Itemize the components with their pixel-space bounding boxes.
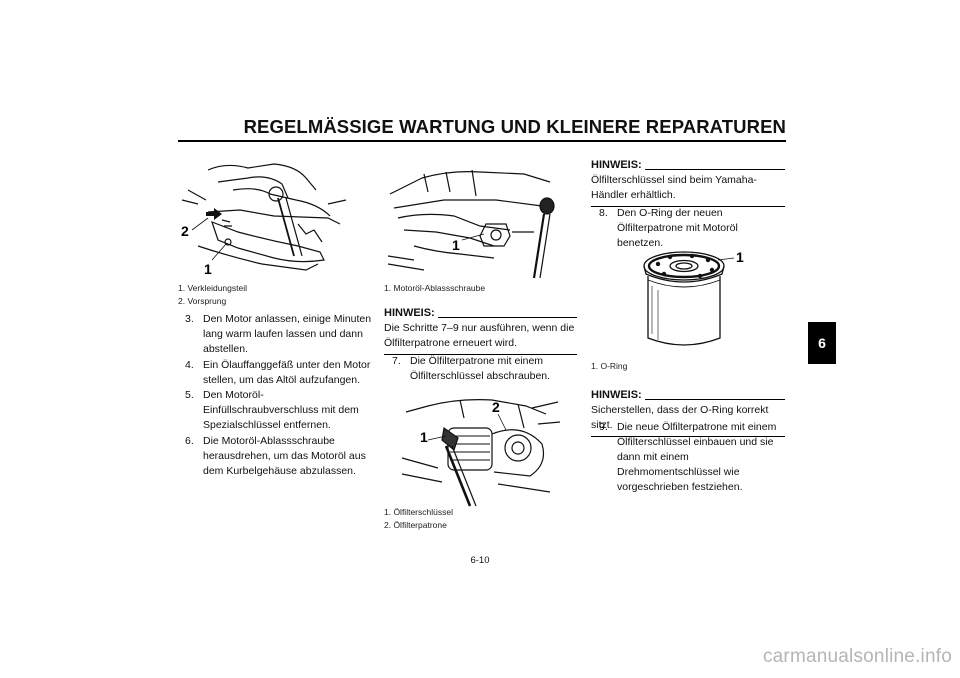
note-right-bottom: HINWEIS: Sicherstellen, dass der O-Ring … xyxy=(591,388,785,437)
step-4: 4. Ein Ölauffanggefäß unter den Motor st… xyxy=(185,358,375,388)
note-right-bottom-end-rule xyxy=(591,436,785,437)
step-7-text: Die Ölfilterpatrone mit einem Ölfiltersc… xyxy=(410,355,551,382)
note-middle-text: Die Schritte 7–9 nur ausführen, wenn die… xyxy=(384,322,575,349)
figure-cowling: 2 1 xyxy=(181,163,347,277)
fig3-callout-1: 1 xyxy=(420,429,428,445)
step-7-number: 7. xyxy=(392,355,401,367)
fig1-callout-1: 1 xyxy=(204,261,212,277)
page-number: 6-10 xyxy=(470,555,490,566)
fig3-caption-2: 2. Ölfilterpatrone xyxy=(384,519,447,530)
step-3: 3. Den Motor anlassen, einige Minuten la… xyxy=(185,312,375,357)
step-8: 8. Den O-Ring der neuen Ölfilterpatrone … xyxy=(599,206,785,251)
step-5-text: Den Motoröl-Einfüllschraubverschluss mit… xyxy=(203,389,359,431)
note-middle-label: HINWEIS: xyxy=(384,307,435,319)
fig2-caption-1: 1. Motoröl-Ablassschraube xyxy=(384,283,486,293)
fig2-captions: 1. Motoröl-Ablassschraube xyxy=(384,282,485,295)
fig3-callout-2: 2 xyxy=(492,399,500,415)
fig3-caption-1: 1. Ölfilterschlüssel xyxy=(384,507,453,517)
fig1-callout-2: 2 xyxy=(181,223,189,239)
step-4-text: Ein Ölauffanggefäß unter den Motor stell… xyxy=(203,359,371,386)
note-right-top-text: Ölfilterschlüssel sind beim Yamaha-Händl… xyxy=(591,174,757,201)
figure-oil-filter-wrench: 1 2 xyxy=(401,399,561,507)
title-rule xyxy=(178,140,786,142)
figure-oil-filter-o-ring: 1 xyxy=(643,249,744,346)
note-middle: HINWEIS: Die Schritte 7–9 nur ausführen,… xyxy=(384,306,577,355)
step-4-number: 4. xyxy=(185,359,194,371)
note-right-bottom-label: HINWEIS: xyxy=(591,389,642,401)
note-right-top-rule xyxy=(644,169,785,170)
page-title: REGELMÄSSIGE WARTUNG UND KLEINERE REPARA… xyxy=(243,116,786,137)
note-middle-rule xyxy=(437,317,577,318)
note-right-top-label: HINWEIS: xyxy=(591,159,642,171)
step-3-text: Den Motor anlassen, einige Minuten lang … xyxy=(203,313,372,355)
fig1-caption-1: 1. Verkleidungsteil xyxy=(178,283,247,293)
note-middle-end-rule xyxy=(384,354,577,355)
note-right-bottom-rule xyxy=(644,399,785,400)
chapter-tab: 6 xyxy=(808,322,836,364)
fig1-captions: 1. Verkleidungsteil 2. Vorsprung xyxy=(178,282,247,307)
fig2-callout-1: 1 xyxy=(452,237,460,253)
note-right-top: HINWEIS: Ölfilterschlüssel sind beim Yam… xyxy=(591,158,785,207)
step-9-number: 9. xyxy=(599,421,608,433)
step-8-number: 8. xyxy=(599,207,608,219)
note-right-bottom-text: Sicherstellen, dass der O-Ring korrekt s… xyxy=(591,404,769,431)
step-9-text: Die neue Ölfilterpatrone mit einem Ölfil… xyxy=(617,421,777,493)
fig4-captions: 1. O-Ring xyxy=(591,360,627,373)
step-3-number: 3. xyxy=(185,313,194,325)
fig3-captions: 1. Ölfilterschlüssel 2. Ölfilterpatrone xyxy=(384,506,453,531)
note-right-top-end-rule xyxy=(591,206,785,207)
step-5: 5. Den Motoröl-Einfüllschraubverschluss … xyxy=(185,388,375,433)
step-9: 9. Die neue Ölfilterpatrone mit einem Öl… xyxy=(599,420,785,495)
fig4-callout-1: 1 xyxy=(736,249,744,265)
step-5-number: 5. xyxy=(185,389,194,401)
fig1-caption-2: 2. Vorsprung xyxy=(178,295,227,306)
step-6-number: 6. xyxy=(185,435,194,447)
watermark: carmanualsonline.info xyxy=(762,646,952,667)
step-6-text: Die Motoröl-Ablassschraube herausdrehen,… xyxy=(203,435,366,477)
step-6: 6. Die Motoröl-Ablassschraube herausdreh… xyxy=(185,434,375,479)
figure-drain-bolt: 1 xyxy=(387,169,555,279)
fig4-caption-1: 1. O-Ring xyxy=(591,361,628,371)
step-8-text: Den O-Ring der neuen Ölfilterpatrone mit… xyxy=(617,207,738,249)
step-7: 7. Die Ölfilterpatrone mit einem Ölfilte… xyxy=(392,354,578,384)
